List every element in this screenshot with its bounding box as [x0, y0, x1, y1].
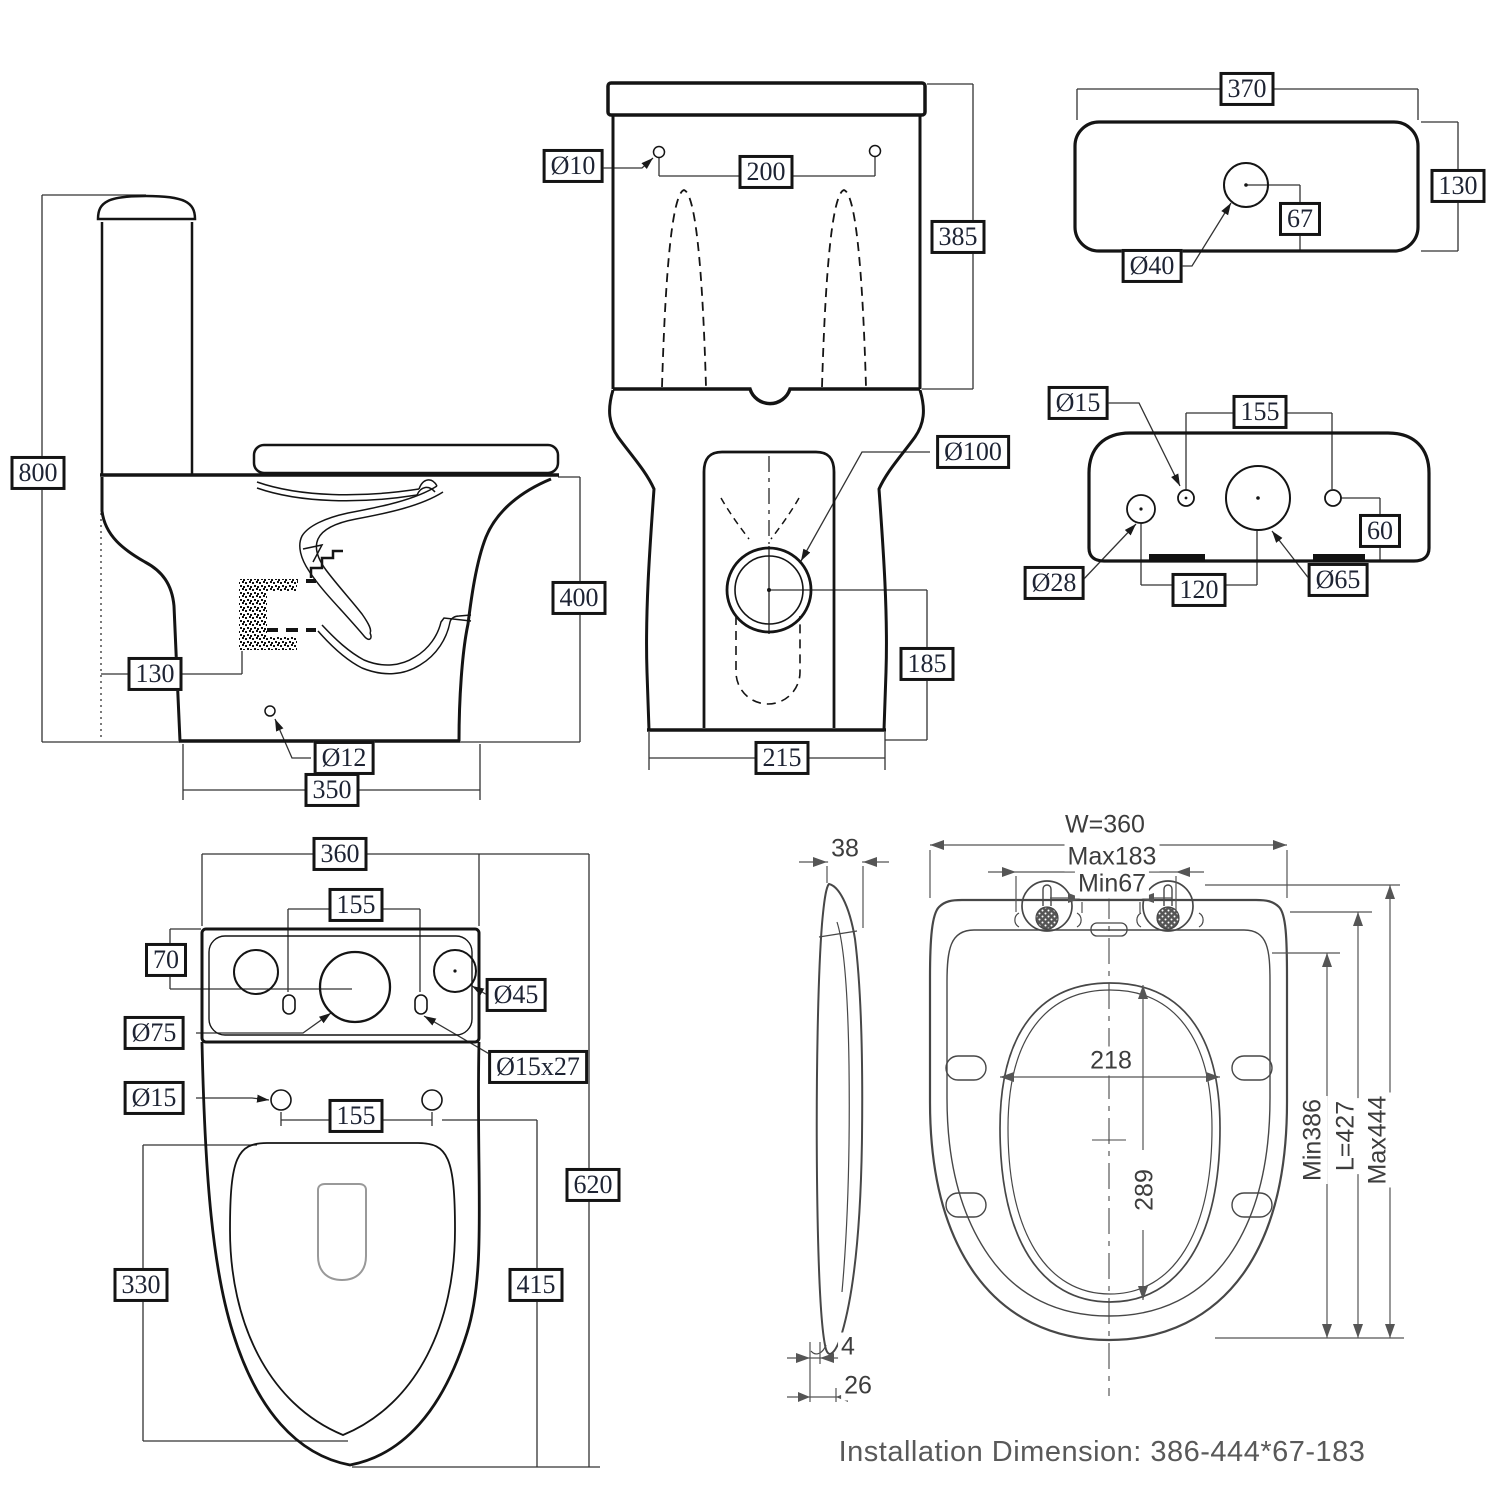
dim-base-depth: 350	[304, 772, 360, 808]
dim-lid-hole-spacing: 200	[738, 154, 794, 190]
dim-opening-depth: 289	[1130, 1166, 1160, 1214]
dim-bowl-width: 330	[113, 1267, 169, 1303]
dim-left-hole-dia: Ø28	[1023, 565, 1085, 601]
dim-seat-length-max: Max444	[1363, 1092, 1393, 1188]
dim-seat-bolt-dia: Ø15	[123, 1080, 185, 1116]
dim-hinge-span-max: Max183	[1064, 842, 1160, 872]
front-view-drawing	[602, 81, 974, 770]
dim-cistern-depth: 130	[1430, 168, 1486, 204]
dim-cistern-height: 385	[930, 219, 986, 255]
dim-button-hole-dia: Ø40	[1121, 248, 1183, 284]
dim-seat-thickness: 38	[828, 834, 862, 864]
dim-hinge-span-min: Min67	[1074, 869, 1150, 899]
dim-seat-foot-depth: 26	[841, 1371, 875, 1401]
pan-top-view-drawing	[142, 853, 600, 1468]
dim-fixing-hole: Ø12	[313, 740, 375, 776]
dim-side-offset: 60	[1359, 513, 1401, 549]
dim-bowl-length: 415	[508, 1267, 564, 1303]
dim-centre-hole-dia: Ø75	[123, 1015, 185, 1051]
dim-button-offset: 67	[1279, 201, 1321, 237]
dim-overall-length: 620	[565, 1167, 621, 1203]
dim-shelf-width: 360	[312, 836, 368, 872]
dim-flush-valve-dia: Ø65	[1307, 562, 1369, 598]
dim-seat-lid-gap: 4	[838, 1332, 858, 1362]
dim-slot-size: Ø15x27	[488, 1049, 588, 1085]
installation-dimension-note: Installation Dimension: 386-444*67-183	[838, 1436, 1366, 1468]
dim-cistern-width: 370	[1219, 71, 1275, 107]
dim-opening-width: 218	[1087, 1046, 1135, 1076]
dim-trap-height: 130	[127, 656, 183, 692]
dim-edge-offset: 70	[145, 942, 187, 978]
dim-seat-width: W=360	[1062, 810, 1148, 840]
dim-lower-hole-spacing: 120	[1171, 572, 1227, 608]
dim-base-width: 215	[754, 740, 810, 776]
dim-outlet-height: 185	[899, 646, 955, 682]
dim-lid-hole-dia: Ø10	[542, 148, 604, 184]
dim-seat-length-min: Min386	[1298, 1096, 1328, 1184]
dim-shelf-hole-spacing: 155	[328, 887, 384, 923]
dim-outlet-dia: Ø100	[936, 434, 1010, 470]
dim-pin-hole-dia: Ø15	[1047, 385, 1109, 421]
dim-overall-height: 800	[10, 455, 66, 491]
dim-seat-bolt-spacing: 155	[328, 1098, 384, 1134]
dim-bowl-height: 400	[551, 580, 607, 616]
dim-right-hole-dia: Ø45	[485, 977, 547, 1013]
side-view-drawing	[41, 194, 581, 800]
dim-upper-hole-spacing: 155	[1232, 394, 1288, 430]
dim-seat-length: L=427	[1331, 1097, 1361, 1175]
